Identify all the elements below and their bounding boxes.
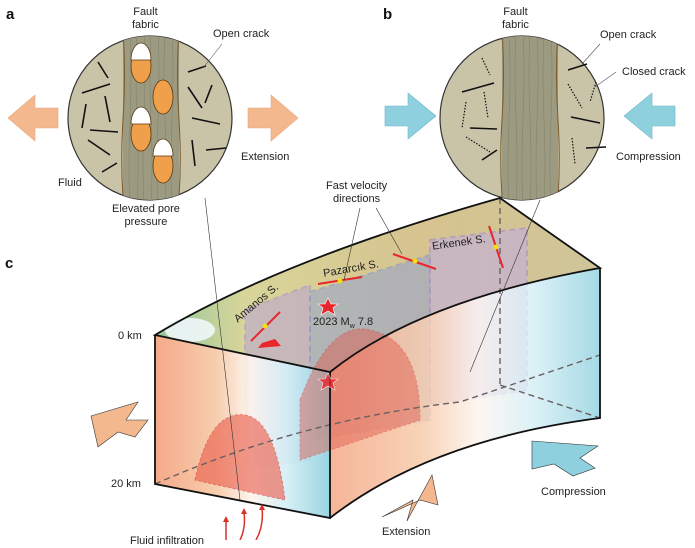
compression-arrow-left xyxy=(384,92,437,140)
compression-arrow-c xyxy=(531,440,599,477)
hypocenter-star-icon xyxy=(317,372,339,391)
extension-label-c: Extension xyxy=(382,526,431,538)
earthquake-label: 2023 Mw 7.8 xyxy=(313,316,374,331)
fluid-plume xyxy=(194,414,286,501)
fluid-pores xyxy=(130,42,174,184)
fast-velocity-label: Fast velocity directions xyxy=(326,180,388,205)
fluid-label: Fluid xyxy=(58,177,82,189)
epicenter-star-icon xyxy=(317,297,339,316)
extension-arrow-right xyxy=(247,94,299,142)
fluid-infiltration-label: Fluid infiltration xyxy=(130,535,204,547)
panel-label-c: c xyxy=(5,255,14,272)
fault-fabric-label-a: Fault fabric xyxy=(132,6,159,31)
panel-b-diagram xyxy=(384,35,676,201)
compression-label-c: Compression xyxy=(541,486,606,498)
closed-cracks-b xyxy=(461,57,597,165)
compression-label-b: Compression xyxy=(616,151,681,163)
elevated-pore-pressure-label: Elevated pore pressure xyxy=(112,203,180,228)
open-cracks-b xyxy=(461,63,607,161)
panel-a-diagram xyxy=(7,35,299,201)
panel-label-b: b xyxy=(383,6,393,23)
volcano-icon xyxy=(258,339,281,348)
extension-label-a: Extension xyxy=(241,151,290,163)
closed-crack-label: Closed crack xyxy=(622,66,686,78)
extension-arrow-left xyxy=(7,94,59,142)
open-crack-label-b: Open crack xyxy=(600,29,657,41)
extension-arrow-c-left xyxy=(90,401,149,448)
panel-label-a: a xyxy=(6,6,15,23)
depth-label-20km: 20 km xyxy=(111,478,141,490)
depth-label-0km: 0 km xyxy=(118,330,142,342)
open-crack-label-a: Open crack xyxy=(213,28,270,40)
panel-c-block xyxy=(90,197,603,540)
fault-fabric-label-b: Fault fabric xyxy=(502,6,529,31)
open-cracks-a xyxy=(81,61,227,173)
extension-arrow-c-right xyxy=(381,474,439,522)
compression-arrow-right xyxy=(623,92,676,140)
